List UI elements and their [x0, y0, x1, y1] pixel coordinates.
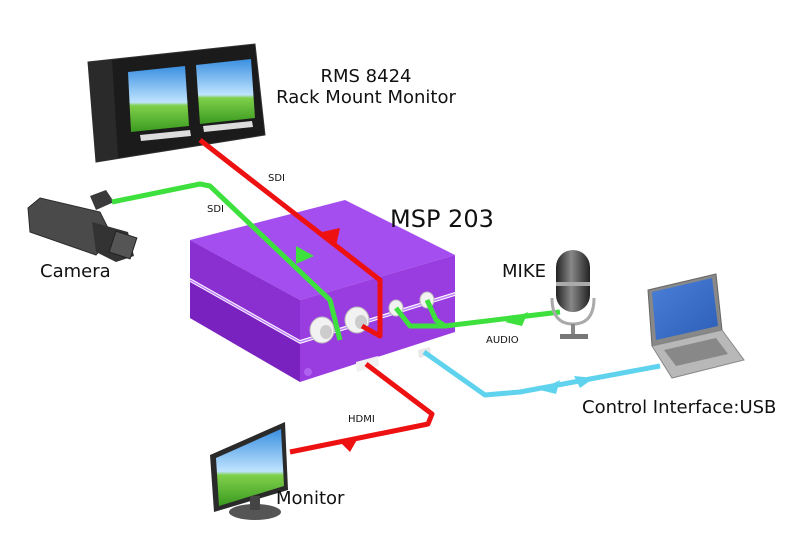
bnc-connector-1 [309, 316, 335, 344]
microphone-icon [550, 250, 596, 339]
cable-rack-sdi [198, 138, 383, 339]
hdmi-label: HDMI [348, 414, 375, 425]
arrow-icon [338, 438, 358, 452]
cable-mic-audio [394, 298, 561, 329]
monitor-label: Monitor [276, 488, 345, 509]
cable-camera-sdi [111, 181, 343, 341]
arrow-icon [296, 246, 314, 264]
control-interface-label: Control Interface:USB [582, 397, 777, 418]
rack-monitor-subtitle: Rack Mount Monitor [276, 87, 456, 108]
rack-mount-monitor [87, 43, 266, 163]
rack-monitor-label: RMS 8424 Rack Mount Monitor [268, 66, 464, 108]
monitor-icon [210, 422, 288, 520]
rack-sdi-label: SDI [268, 173, 285, 184]
laptop-icon [647, 273, 745, 379]
cable-usb-control [422, 349, 661, 398]
cable-monitor-hdmi [289, 362, 435, 455]
mike-label: MIKE [502, 261, 547, 282]
rack-screen-left [128, 66, 189, 132]
arrow-icon [540, 380, 560, 394]
camera-icon [27, 190, 138, 262]
arrow-icon [322, 228, 340, 246]
rack-screen-right [196, 59, 255, 124]
audio-label: AUDIO [486, 335, 519, 346]
camera-label: Camera [40, 261, 111, 282]
msp-203-device [189, 200, 456, 382]
device-title: MSP 203 [390, 205, 494, 233]
arrow-icon [574, 376, 594, 388]
camera-sdi-label: SDI [207, 204, 224, 215]
rack-monitor-model: RMS 8424 [320, 66, 412, 87]
arrow-icon [505, 312, 528, 326]
